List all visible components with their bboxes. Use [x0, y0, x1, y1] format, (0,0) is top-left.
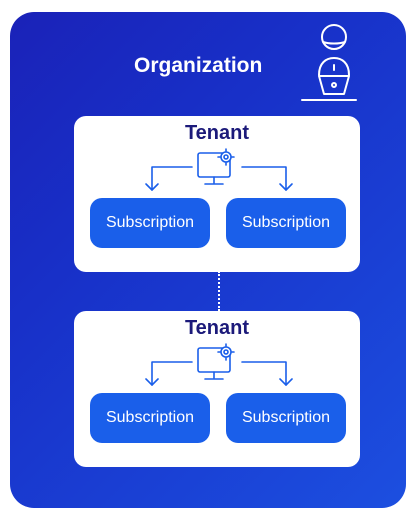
- down-arrow-icon: [145, 361, 193, 386]
- person-at-laptop-icon: [301, 24, 357, 101]
- down-arrow-icon: [145, 166, 193, 191]
- subscription-box: Subscription: [90, 393, 210, 443]
- monitor-gear-icon: [197, 148, 235, 185]
- tenant-connector-line: [218, 271, 220, 311]
- subscription-box: Subscription: [226, 198, 346, 248]
- organization-title: Organization: [134, 54, 263, 77]
- tenant-title: Tenant: [184, 317, 250, 339]
- down-arrow-icon: [241, 166, 293, 191]
- subscription-box: Subscription: [90, 198, 210, 248]
- monitor-gear-icon: [197, 343, 235, 380]
- tenant-card: Tenant Subscription Subscription: [74, 116, 360, 272]
- subscription-box: Subscription: [226, 393, 346, 443]
- tenant-title: Tenant: [184, 122, 250, 144]
- down-arrow-icon: [241, 361, 293, 386]
- tenant-card: Tenant Subscription Subscription: [74, 311, 360, 467]
